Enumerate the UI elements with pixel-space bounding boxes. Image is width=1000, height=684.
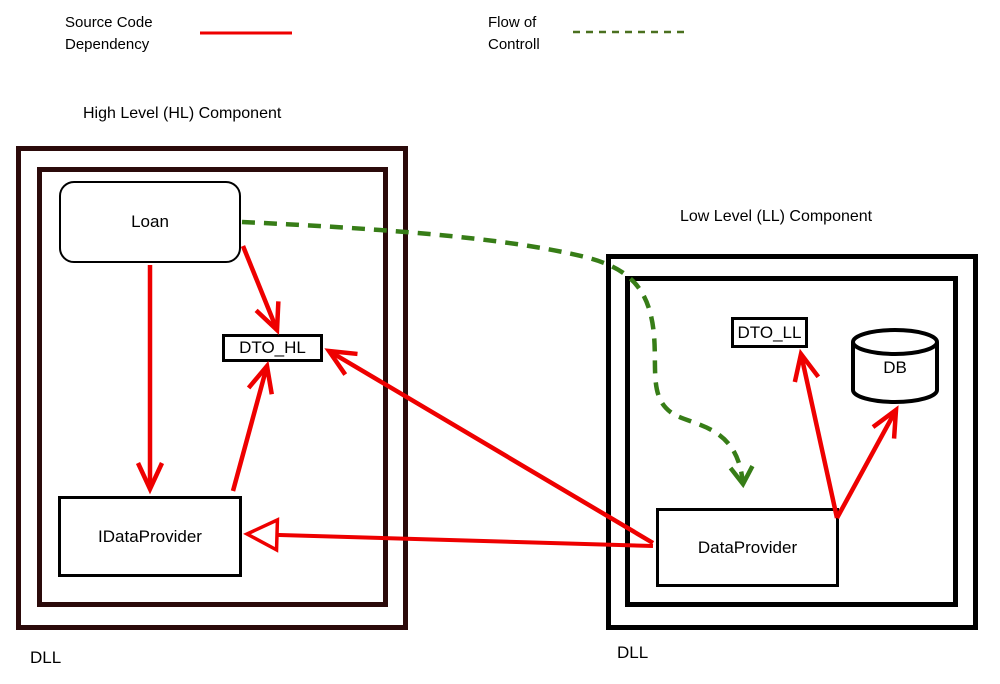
db-cylinder-icon [851,328,939,404]
db-node-label: DB [883,358,907,377]
dto-hl-node: DTO_HL [222,334,323,362]
hl-component-title: High Level (HL) Component [83,105,282,122]
dataprovider-node: DataProvider [656,508,839,587]
dto-hl-node-label: DTO_HL [239,338,306,357]
hl-dll-label: DLL [30,648,62,667]
dto-ll-node: DTO_LL [731,317,808,348]
ll-component-title: Low Level (LL) Component [680,208,873,225]
legend-source-code-dependency-label: Source Code Dependency [65,14,153,53]
loan-node: Loan [59,181,241,263]
loan-node-label: Loan [131,212,169,231]
idataprovider-node-label: IDataProvider [98,526,202,546]
dto-ll-node-label: DTO_LL [737,322,802,342]
legend-flow-of-control-label: Flow of Controll [488,14,540,53]
dataprovider-node-label: DataProvider [697,537,798,557]
ll-dll-label: DLL [617,643,649,662]
idataprovider-node: IDataProvider [58,496,242,577]
